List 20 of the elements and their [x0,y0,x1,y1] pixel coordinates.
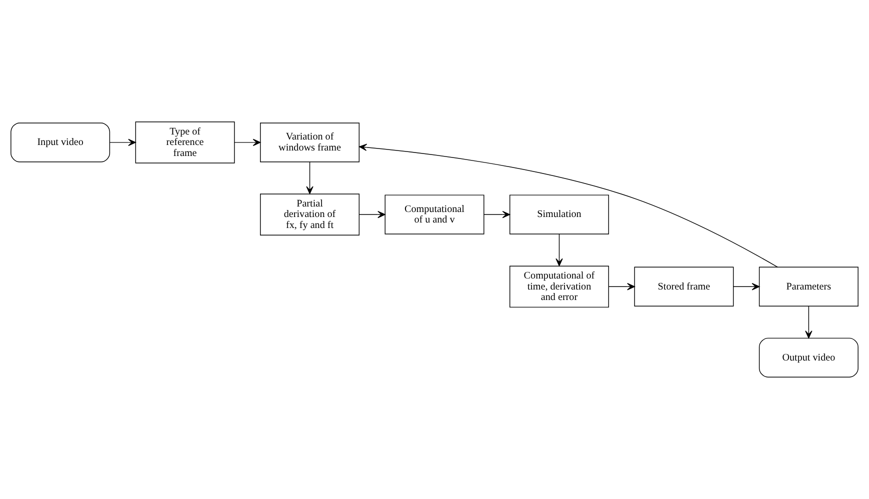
arrow [484,210,510,218]
node-box: Simulation [509,194,609,234]
arrow [234,138,261,146]
node-box: Partial derivation of fx, fy and ft [260,194,360,236]
arrow [805,306,812,338]
node-box: Type of reference frame [135,122,235,164]
arrow [358,210,386,218]
arrow [608,283,635,290]
node-box: Input video [10,122,110,162]
arrow [733,283,760,290]
node-box: Stored frame [634,266,734,306]
node-box: Variation of windows frame [260,122,360,162]
node-box: Parameters [758,266,858,306]
arrow [359,144,778,268]
node-box: Computational of time, derivation and error [509,266,609,308]
arrow [109,138,136,146]
arrow [306,162,314,194]
arrow [556,234,563,266]
node-box: Computational of u and v [384,194,484,234]
node-box: Output video [758,338,858,378]
